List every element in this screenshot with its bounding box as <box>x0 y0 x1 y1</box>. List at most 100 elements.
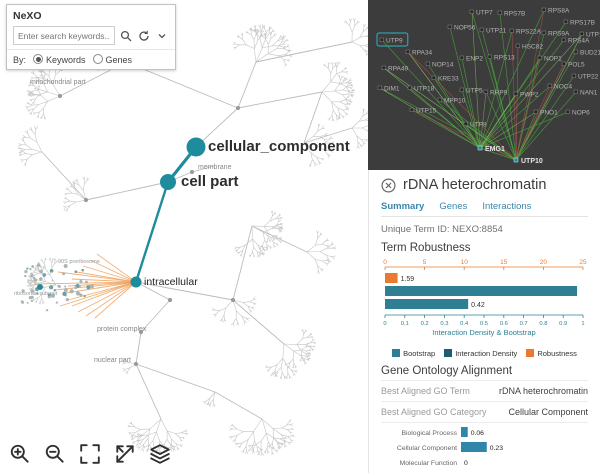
network-node-label[interactable]: RRP9 <box>490 90 508 97</box>
network-node-label[interactable]: UTP5 <box>466 88 483 95</box>
radio-genes[interactable]: Genes <box>92 54 133 65</box>
svg-text:0.8: 0.8 <box>539 321 547 327</box>
network-node-label[interactable]: RPS17B <box>570 20 595 27</box>
network-node-label[interactable]: MPP10 <box>444 98 466 105</box>
tree-node-label-cellular-component[interactable]: cellular_component <box>208 138 350 155</box>
network-node-label[interactable]: NAN1 <box>580 90 598 97</box>
tree-node-cellular-component[interactable] <box>186 137 206 157</box>
legend-interaction-density: Interaction Density <box>444 349 517 358</box>
go-alignment-heading: Gene Ontology Alignment <box>381 365 513 377</box>
zoom-in-icon <box>10 444 29 463</box>
legend-robustness: Robustness <box>526 349 577 358</box>
network-node-label[interactable]: UTP15 <box>416 108 437 115</box>
svg-text:0.7: 0.7 <box>520 321 528 327</box>
network-node-label[interactable]: DIM1 <box>384 86 400 93</box>
tree-node-label-intracellular[interactable]: intracellular <box>144 276 198 288</box>
svg-text:0: 0 <box>464 460 468 467</box>
network-node-label[interactable]: RPS22A <box>516 29 542 36</box>
network-node-label[interactable]: RPS8A <box>548 8 570 15</box>
radio-keywords-circle[interactable] <box>33 54 44 64</box>
zoom-out-icon <box>45 444 64 463</box>
tree-node-label-membrane[interactable]: membrane <box>198 164 232 171</box>
radio-keywords-label: Keywords <box>46 55 86 65</box>
layers-button[interactable] <box>148 443 172 467</box>
network-node-label[interactable]: NOP56 <box>454 25 476 32</box>
svg-text:Interaction Density & Bootstra: Interaction Density & Bootstrap <box>432 328 535 337</box>
radio-genes-circle[interactable] <box>92 54 103 64</box>
network-node-label[interactable]: UTP22 <box>578 74 599 81</box>
robustness-legend: Bootstrap Interaction Density Robustness <box>381 349 588 358</box>
tab-genes[interactable]: Genes <box>439 201 468 212</box>
svg-text:0.6: 0.6 <box>500 321 508 327</box>
network-node-label[interactable]: RPA34 <box>412 50 432 57</box>
network-node-label[interactable]: UTP18 <box>414 86 435 93</box>
network-node-label[interactable]: PNO1 <box>540 110 558 117</box>
svg-text:0.1: 0.1 <box>401 321 409 327</box>
crossing-arrows-icon <box>116 445 134 463</box>
network-node-label[interactable]: NOP14 <box>432 62 454 69</box>
network-node-label[interactable]: HSC82 <box>522 44 543 51</box>
legend-bootstrap: Bootstrap <box>392 349 435 358</box>
ontology-tree-canvas[interactable] <box>0 0 368 473</box>
network-node-label[interactable]: POL5 <box>568 62 585 69</box>
network-node-label[interactable]: RPA49 <box>388 66 408 73</box>
network-node-label[interactable]: NOC4 <box>554 84 572 91</box>
radio-genes-label: Genes <box>105 55 133 65</box>
tree-node-label-nuclear-part[interactable]: nuclear part <box>94 357 131 364</box>
network-node-label[interactable]: RPS7B <box>504 11 525 18</box>
tab-interactions[interactable]: Interactions <box>482 201 532 212</box>
tree-node-label-cell-part[interactable]: cell part <box>181 173 239 190</box>
network-hub-label[interactable]: EMG1 <box>485 146 505 153</box>
close-icon[interactable] <box>381 177 396 193</box>
tab-summary[interactable]: Summary <box>381 201 425 212</box>
svg-text:1: 1 <box>581 321 584 327</box>
tree-toolbar <box>8 443 172 467</box>
layers-icon <box>150 444 170 464</box>
tree-node-intracellular[interactable] <box>130 276 142 288</box>
network-node-label[interactable]: RPS9A <box>548 31 570 38</box>
search-input[interactable] <box>13 26 115 45</box>
network-node-label[interactable]: RPS4A <box>568 38 590 45</box>
network-node-label[interactable]: RPS13 <box>494 55 515 62</box>
fit-selection-button[interactable] <box>113 443 137 467</box>
network-node-label[interactable]: UTP8 <box>470 122 487 129</box>
refresh-icon[interactable] <box>137 29 151 43</box>
detail-tabs: Summary Genes Interactions <box>381 201 588 217</box>
network-node-label[interactable]: UTP13 <box>586 32 600 39</box>
svg-text:0.3: 0.3 <box>440 321 448 327</box>
network-hub-label[interactable]: UTP10 <box>521 158 543 165</box>
zoom-in-button[interactable] <box>8 443 32 467</box>
svg-text:Molecular Function: Molecular Function <box>400 460 458 467</box>
svg-text:25: 25 <box>579 259 587 266</box>
tree-node-label-ribosomal-subunit[interactable]: ribosomal subunit <box>14 291 58 297</box>
zoom-out-button[interactable] <box>43 443 67 467</box>
svg-text:0: 0 <box>383 259 387 266</box>
network-node-label[interactable]: PWP2 <box>520 92 539 99</box>
network-node-label[interactable]: UTP7 <box>476 10 493 17</box>
network-node-label[interactable]: UTP21 <box>486 28 507 35</box>
svg-text:Cellular Component: Cellular Component <box>397 445 457 452</box>
svg-text:0: 0 <box>383 321 386 327</box>
tree-node-label-protein-complex[interactable]: protein complex <box>97 326 147 333</box>
network-node-label[interactable]: ENP2 <box>466 56 483 63</box>
network-node-label[interactable]: BUD21 <box>580 50 600 57</box>
network-node-label[interactable]: NOP6 <box>572 110 590 117</box>
network-node-label[interactable]: NOP1 <box>544 56 562 63</box>
fit-view-button[interactable] <box>78 443 102 467</box>
search-icon[interactable] <box>119 29 133 43</box>
ontology-tree-panel[interactable]: mitochondrial part cellular_component ce… <box>0 0 368 473</box>
radio-keywords[interactable]: Keywords <box>33 54 86 65</box>
network-node-label[interactable]: UTP9 <box>386 38 403 45</box>
tree-node-cell-part[interactable] <box>160 174 176 190</box>
tree-node-label-mitochondrial-part[interactable]: mitochondrial part <box>30 79 86 86</box>
tree-node-label-preribosome[interactable]: 90S preribosome <box>58 259 100 265</box>
network-node-label[interactable]: KRE33 <box>438 76 459 83</box>
svg-text:0.5: 0.5 <box>480 321 488 327</box>
svg-text:0.06: 0.06 <box>471 430 484 437</box>
chevron-down-icon[interactable] <box>155 29 169 43</box>
search-by-label: By: <box>13 54 27 65</box>
search-card: NeXO By: Keywords <box>6 4 176 70</box>
